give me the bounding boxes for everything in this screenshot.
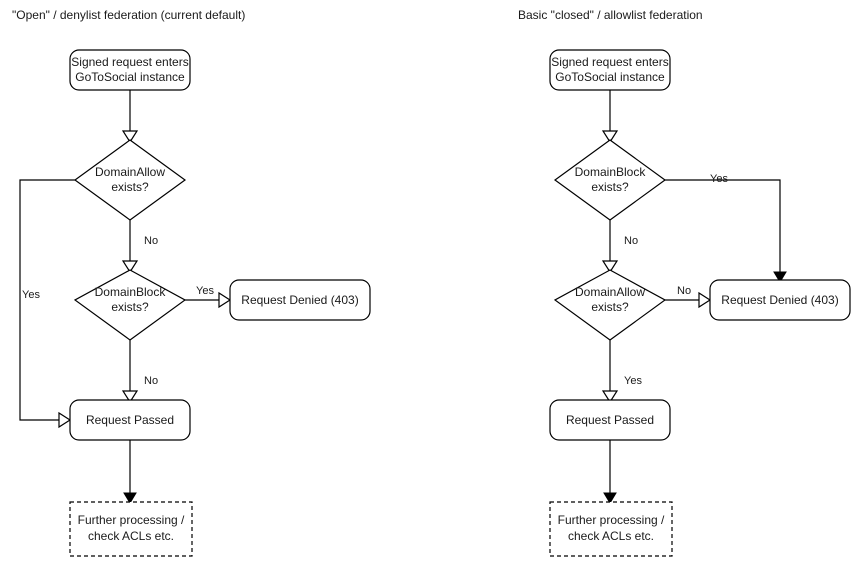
node-entry-right-line1: Signed request enters xyxy=(551,55,668,69)
panel-title-open-denylist: "Open" / denylist federation (current de… xyxy=(12,8,245,22)
edge-label-domainallow-no-left: No xyxy=(144,235,158,247)
edge-domainblock-yes-right xyxy=(665,179,781,274)
edge-label-domainblock-yes-right: Yes xyxy=(710,173,728,185)
arrowhead-domainblock-no-right xyxy=(601,260,619,274)
node-further-processing-left xyxy=(69,501,193,557)
node-request-denied-right xyxy=(709,279,851,321)
panel-title-closed-allowlist: Basic "closed" / allowlist federation xyxy=(518,8,703,22)
edge-domainallow-yes-left xyxy=(19,179,75,421)
node-decision-domainallow-left-line1: DomainAllow xyxy=(95,165,165,179)
edge-label-domainallow-yes-right: Yes xyxy=(624,375,642,387)
edge-label-domainblock-yes-left: Yes xyxy=(196,285,214,297)
edge-label-domainallow-yes-left: Yes xyxy=(22,289,40,301)
node-further-processing-right xyxy=(549,501,673,557)
arrowhead-domainallow-yes-right xyxy=(601,390,619,404)
edge-label-domainblock-no-right: No xyxy=(624,235,638,247)
node-request-passed-right-label: Request Passed xyxy=(566,413,654,427)
node-decision-domainblock-right-line1: DomainBlock xyxy=(575,165,647,179)
node-further-processing-right-line1: Further processing / xyxy=(558,513,665,527)
arrowhead-domainblock-yes-right xyxy=(773,271,787,283)
arrowhead-passed-to-further-right xyxy=(603,492,617,504)
arrowhead-domainblock-no-left xyxy=(121,390,139,404)
arrowhead-entry-to-domainallow-left xyxy=(121,130,139,144)
node-entry-left-line2: GoToSocial instance xyxy=(75,70,185,84)
arrowhead-passed-to-further-left xyxy=(123,492,137,504)
edge-label-domainallow-no-right: No xyxy=(677,285,691,297)
node-decision-domainallow-right-line1: DomainAllow xyxy=(575,285,645,299)
panel-closed-allowlist: Basic "closed" / allowlist federation Si… xyxy=(518,8,851,557)
arrowhead-domainallow-no-left xyxy=(121,260,139,274)
arrowhead-domainblock-yes-left xyxy=(218,291,232,309)
edge-label-domainblock-no-left: No xyxy=(144,375,158,387)
node-entry-left-line1: Signed request enters xyxy=(71,55,188,69)
node-further-processing-right-line2: check ACLs etc. xyxy=(568,529,654,543)
node-request-denied-left xyxy=(229,279,371,321)
node-decision-domainallow-right-line2: exists? xyxy=(591,300,629,314)
node-decision-domainblock-left-line1: DomainBlock xyxy=(95,285,167,299)
arrowhead-domainallow-yes-left xyxy=(58,411,72,429)
node-decision-domainblock-left-line2: exists? xyxy=(111,300,149,314)
node-decision-domainallow-left-line2: exists? xyxy=(111,180,149,194)
arrowhead-domainallow-no-right xyxy=(698,291,712,309)
panel-open-denylist: "Open" / denylist federation (current de… xyxy=(12,8,371,557)
node-request-denied-left-label: Request Denied (403) xyxy=(241,293,358,307)
node-decision-domainblock-right-line2: exists? xyxy=(591,180,629,194)
node-entry-right-line2: GoToSocial instance xyxy=(555,70,665,84)
arrowhead-entry-to-domainblock-right xyxy=(601,130,619,144)
node-further-processing-left-line2: check ACLs etc. xyxy=(88,529,174,543)
node-request-denied-right-label: Request Denied (403) xyxy=(721,293,838,307)
node-request-passed-left-label: Request Passed xyxy=(86,413,174,427)
node-further-processing-left-line1: Further processing / xyxy=(78,513,185,527)
